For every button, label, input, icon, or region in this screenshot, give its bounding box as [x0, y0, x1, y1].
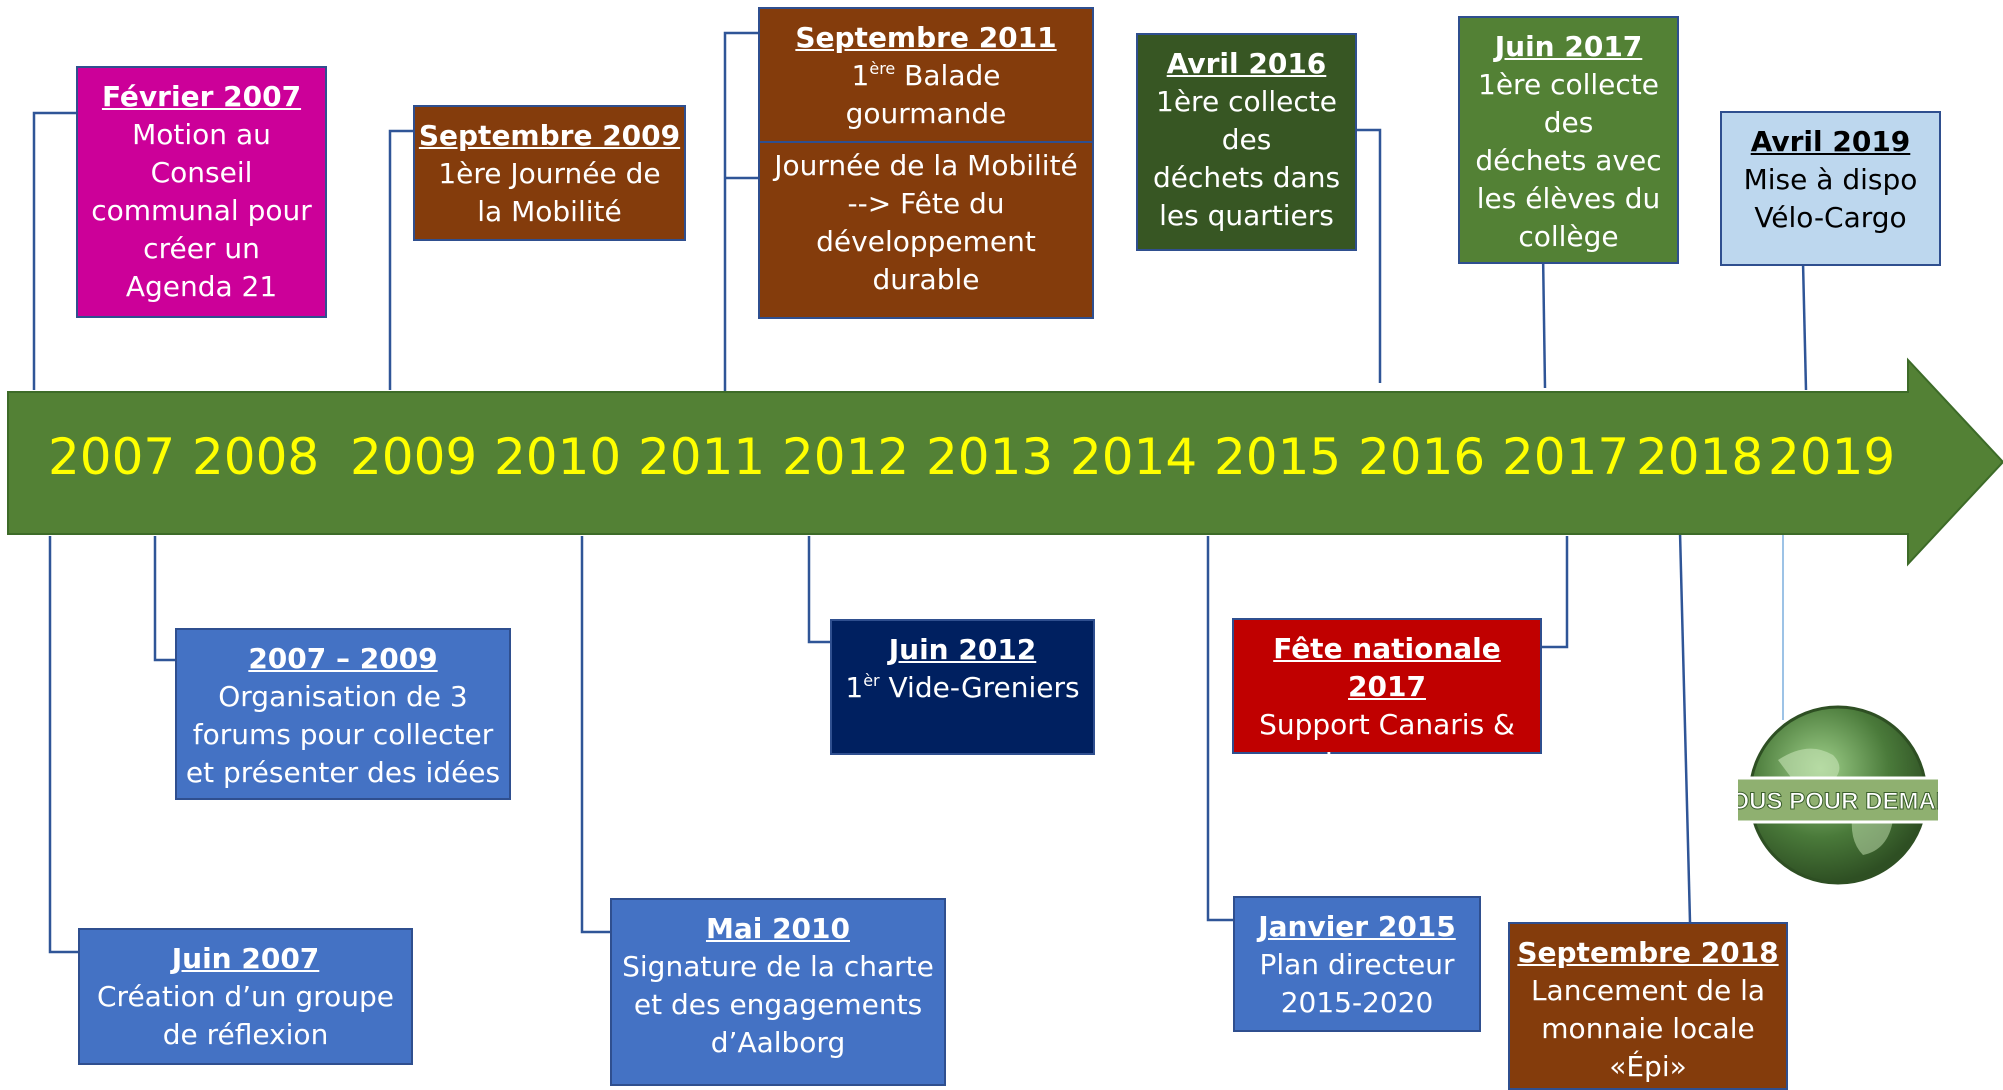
event-line: Agenda 21	[125, 270, 278, 303]
event-line: des	[1221, 123, 1272, 156]
event-line: de réflexion	[162, 1018, 329, 1051]
event-line: d’Aalborg	[710, 1026, 846, 1059]
event-line: Plan directeur	[1259, 948, 1455, 981]
event-avril-2019: Avril 2019 Mise à dispo Vélo-Cargo	[1720, 111, 1941, 266]
connector-janvier-2015	[1206, 536, 1233, 922]
event-line: 1èr Vide-Greniers	[845, 671, 1080, 704]
event-line: les élèves du	[1476, 182, 1661, 215]
event-line: 2015-2020	[1280, 986, 1434, 1019]
tous-pour-demain-logo: TOUS POUR DEMAIN	[1738, 705, 1938, 885]
event-title: Septembre 2009	[418, 119, 681, 152]
event-line: forums pour collecter	[192, 718, 494, 751]
event-janvier-2015: Janvier 2015 Plan directeur 2015-2020	[1233, 896, 1481, 1032]
event-line: Journée de la Mobilité	[774, 149, 1078, 182]
event-line: et des engagements	[633, 988, 923, 1021]
event-line: communal pour	[91, 194, 312, 227]
event-line: «Épi»	[1609, 1050, 1687, 1083]
logo-text: TOUS POUR DEMAIN	[1738, 788, 1938, 815]
connector-2007-2009	[153, 536, 175, 662]
event-septembre-2018: Septembre 2018 Lancement de la monnaie l…	[1508, 922, 1788, 1090]
event-line: les quartiers	[1159, 199, 1334, 232]
event-title: Septembre 2011	[795, 21, 1057, 54]
event-line: 1ère collecte	[1478, 68, 1659, 101]
event-line: 1ère Journée de	[438, 157, 661, 190]
year-label-2011: 2011	[638, 428, 766, 486]
event-line: gourmande	[845, 97, 1007, 130]
event-line: des	[1543, 106, 1594, 139]
connector-juin-2007	[48, 536, 78, 954]
year-label-2018: 2018	[1636, 428, 1764, 486]
box-divider	[760, 141, 1092, 143]
event-line: et présenter des idées	[185, 756, 501, 789]
year-label-2014: 2014	[1070, 428, 1198, 486]
event-line: durable	[872, 263, 980, 296]
connector-juin-2017-top	[1541, 251, 1547, 389]
year-label-2019: 2019	[1768, 428, 1896, 486]
event-line: 1ère collecte	[1156, 85, 1337, 118]
event-juin-2017: Juin 2017 1ère collecte des déchets avec…	[1458, 16, 1679, 264]
logo-banner	[1738, 776, 1938, 824]
event-line: Organisation de 3	[218, 680, 468, 713]
event-title: Mai 2010	[705, 912, 851, 945]
event-line: Mise à dispo	[1743, 163, 1918, 196]
event-line: Création d’un groupe	[97, 980, 394, 1013]
event-fevrier-2007: Février 2007 Motion au Conseil communal …	[76, 66, 327, 318]
event-line: monnaie locale	[1541, 1012, 1755, 1045]
event-title: Avril 2019	[1750, 125, 1911, 158]
connector-septembre-2011	[723, 31, 758, 400]
event-juin-2012: Juin 2012 1èr Vide-Greniers	[830, 619, 1095, 755]
event-line: Signature de la charte	[622, 950, 934, 983]
event-title: Juin 2007	[171, 942, 320, 975]
event-title: 2007 – 2009	[248, 642, 438, 675]
event-line: Jeunesse	[1324, 746, 1450, 779]
event-septembre-2011: Septembre 2011 1ère Balade gourmande Jou…	[758, 7, 1094, 319]
event-title: Juin 2012	[888, 633, 1037, 666]
event-line: créer un	[143, 232, 260, 265]
event-line: 1ère Balade	[851, 59, 1001, 92]
connector-fevrier-2007	[32, 111, 76, 390]
event-2007-2009: 2007 – 2009 Organisation de 3 forums pou…	[175, 628, 511, 800]
year-label-2007: 2007	[48, 428, 176, 486]
connector-septembre-2009	[388, 129, 413, 390]
event-line: Vélo-Cargo	[1754, 201, 1907, 234]
year-label-2012: 2012	[782, 428, 910, 486]
event-fete-nationale-2017: Fête nationale 2017 Support Canaris & Je…	[1232, 618, 1542, 779]
event-line: la Mobilité	[477, 195, 622, 228]
year-label-2008: 2008	[192, 428, 320, 486]
year-label-2017: 2017	[1502, 428, 1630, 486]
year-label-2015: 2015	[1214, 428, 1342, 486]
connector-avril-2019	[1801, 261, 1808, 391]
connector-juin-2012	[807, 536, 830, 644]
event-title: Février 2007	[101, 80, 302, 113]
connector-septembre-2018	[1678, 531, 1692, 923]
event-mai-2010: Mai 2010 Signature de la charte et des e…	[610, 898, 946, 1086]
event-line: --> Fête du	[847, 187, 1005, 220]
year-label-2009: 2009	[350, 428, 478, 486]
year-label-2010: 2010	[494, 428, 622, 486]
event-septembre-2009: Septembre 2009 1ère Journée de la Mobili…	[413, 105, 686, 241]
event-avril-2016: Avril 2016 1ère collecte des déchets dan…	[1136, 33, 1357, 251]
event-title: Septembre 2018	[1517, 936, 1779, 969]
event-line: Lancement de la	[1530, 974, 1766, 1007]
event-title: Avril 2016	[1166, 47, 1327, 80]
event-line: déchets dans	[1152, 161, 1341, 194]
year-label-2013: 2013	[926, 428, 1054, 486]
connector-mai-2010	[580, 536, 612, 934]
connector-avril-2016	[1356, 128, 1382, 383]
connector-fete-nationale	[1542, 536, 1569, 649]
event-line: Conseil	[150, 156, 253, 189]
event-title: Janvier 2015	[1258, 910, 1456, 943]
event-line: Support Canaris &	[1259, 708, 1515, 741]
event-juin-2007: Juin 2007 Création d’un groupe de réflex…	[78, 928, 413, 1065]
event-title: Juin 2017	[1494, 30, 1643, 63]
year-label-2016: 2016	[1358, 428, 1486, 486]
event-line: déchets avec	[1475, 144, 1662, 177]
event-line: développement	[816, 225, 1036, 258]
event-line: collège	[1518, 220, 1619, 253]
event-line: Motion au	[132, 118, 271, 151]
event-title: Fête nationale 2017	[1273, 632, 1501, 703]
